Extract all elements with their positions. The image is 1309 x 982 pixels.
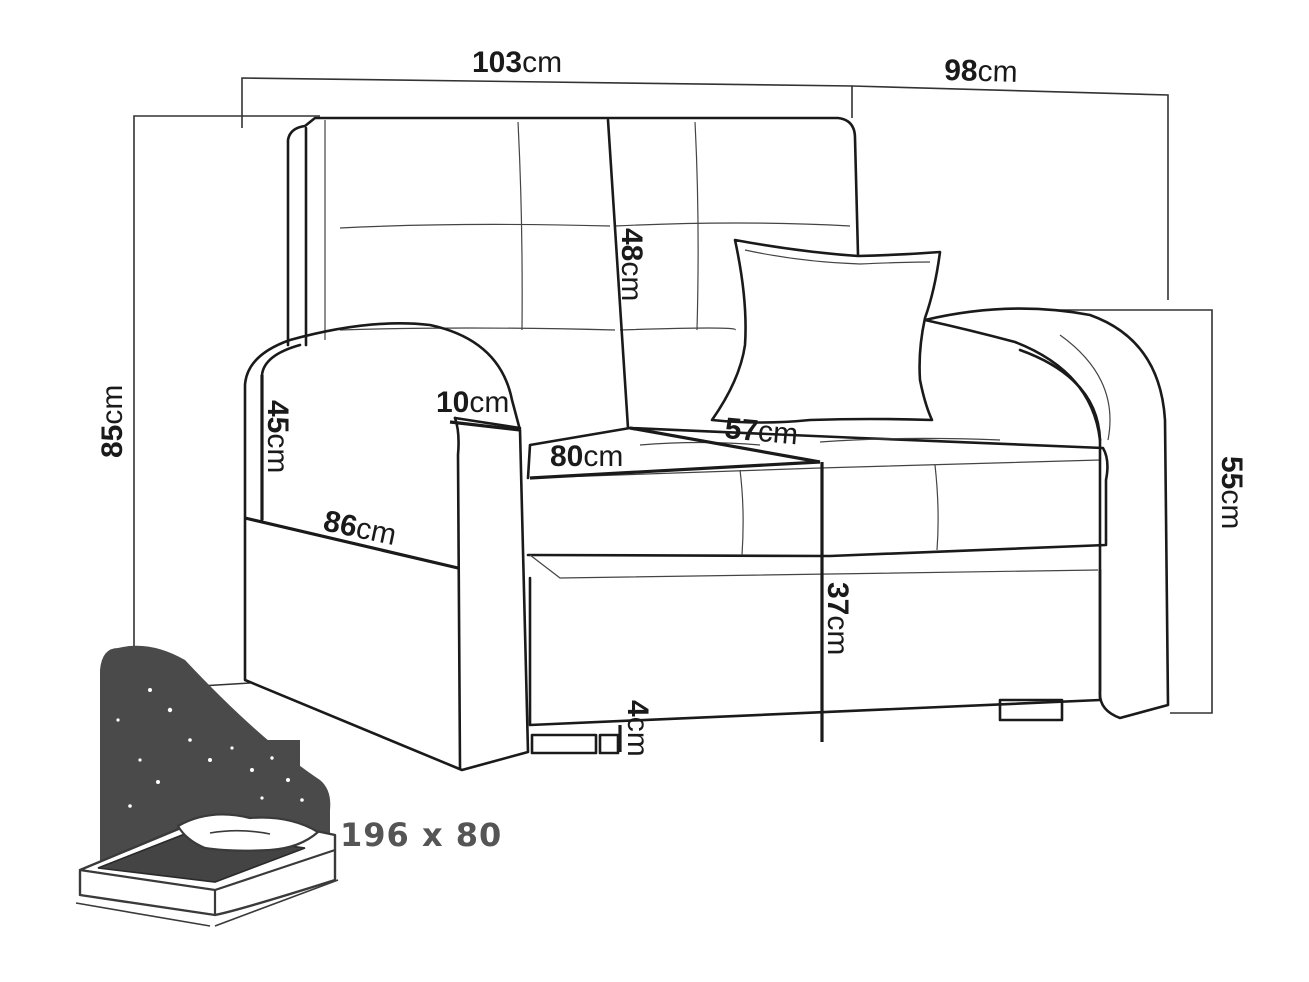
- sofa-outline: [243, 116, 1170, 772]
- width-label: 103cm: [472, 46, 562, 79]
- bed-size-label: 196 x 80: [340, 816, 502, 854]
- seat-height-label: 37cm: [821, 582, 854, 655]
- depth-label: 98cm: [944, 54, 1018, 89]
- back-height-label: 48cm: [615, 228, 648, 301]
- arm-width-label: 10cm: [436, 386, 509, 419]
- bed-icon: [75, 645, 339, 927]
- measurement-lines: [244, 375, 824, 752]
- seat-width-label: 80cm: [550, 440, 623, 473]
- overall-dimension-lines: [133, 77, 1213, 714]
- arm-height-label: 55cm: [1215, 456, 1248, 529]
- height-label: 85cm: [96, 385, 129, 458]
- side-depth-label: 86cm: [321, 505, 400, 553]
- arm-inner-height-label: 45cm: [261, 400, 294, 473]
- stars-decoration: [116, 688, 304, 808]
- leg-height-label: 4cm: [621, 700, 654, 757]
- seat-depth-label: 57cm: [723, 412, 799, 451]
